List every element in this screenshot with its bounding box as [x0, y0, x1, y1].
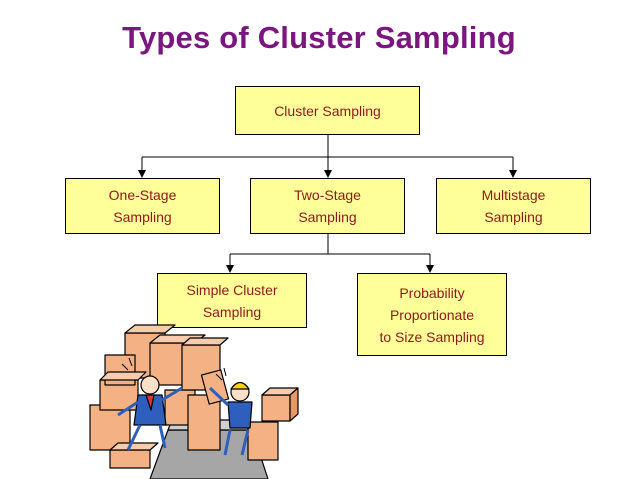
node-text-line: Two-Stage [294, 187, 361, 203]
node-text-line: Probability [399, 284, 465, 301]
node-text-line: Simple Cluster [186, 281, 278, 298]
worker-figure-left [117, 375, 183, 451]
node-text-line: to Size Sampling [379, 328, 485, 345]
node-text-line: Sampling [484, 209, 543, 225]
node-text-line: Sampling [202, 303, 262, 320]
node-text-line: One-Stage [108, 187, 177, 203]
page-title: Types of Cluster Sampling [122, 20, 516, 55]
motion-marks [121, 357, 227, 381]
node-text-line: Sampling [298, 209, 357, 225]
box-stack-center [181, 344, 230, 451]
worker-figure-right [208, 381, 253, 456]
node-text-line: Multistage [481, 187, 546, 203]
node-text-line: Proportionate [389, 306, 475, 323]
box-stack-right [247, 394, 291, 461]
node-text-line: Cluster Sampling [274, 102, 381, 119]
node-cluster-sampling: Cluster Sampling [235, 86, 420, 135]
node-text-line: Sampling [113, 209, 172, 225]
